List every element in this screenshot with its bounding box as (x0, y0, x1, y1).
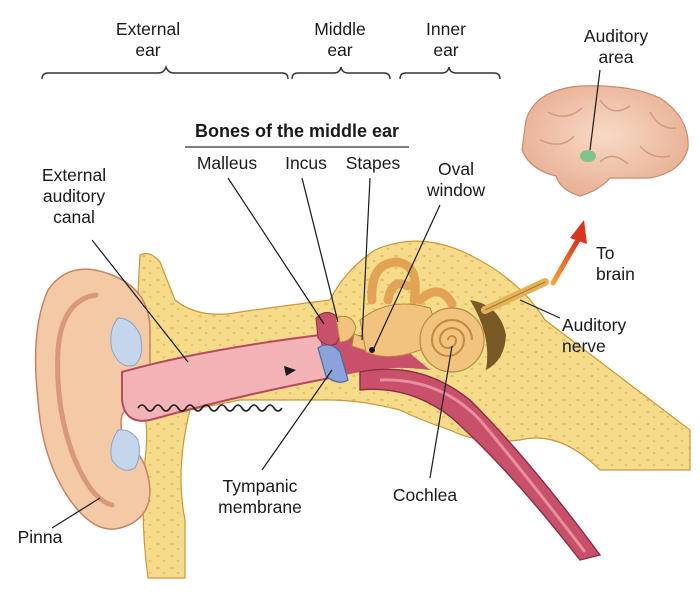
leader-oval-window (373, 204, 441, 349)
leader-auditory-nerve (519, 299, 561, 319)
auditory-nerve-line (484, 281, 546, 311)
auditory-area-spot (580, 150, 596, 162)
pinna-label: Pinna (17, 527, 63, 547)
incus-label: Incus (285, 153, 327, 173)
leader-cochlea (429, 345, 453, 479)
stapes-label: Stapes (345, 153, 401, 173)
brain (521, 85, 689, 197)
leader-external-canal (91, 239, 189, 363)
middle-ear-brace (291, 66, 391, 80)
cochlea-shadow (470, 300, 506, 370)
incus-bone (335, 315, 357, 343)
tympanic-membrane (317, 344, 349, 383)
to-brain-arrow (550, 237, 581, 286)
pinna-cartilage-lower (110, 429, 140, 471)
to-brain-arrowhead (570, 220, 587, 244)
leader-incus (301, 177, 339, 323)
canal-tissue (320, 333, 430, 378)
cochlea-label: Cochlea (392, 485, 458, 505)
pinna-fold (55, 292, 115, 508)
inner-ear-brace (399, 66, 501, 80)
brain-folds (539, 99, 677, 165)
cochlea-spiral (430, 319, 473, 357)
sound-wave-arrowhead (284, 366, 296, 376)
sound-wave (137, 404, 283, 412)
oval-window-dot (369, 347, 375, 353)
external-ear-brace (41, 64, 289, 80)
leader-auditory-area (589, 69, 601, 151)
malleus-label: Malleus (196, 153, 258, 173)
leader-tympanic (261, 369, 333, 471)
cochlea-shape (419, 307, 485, 373)
bones-header: Bones of the middle ear (194, 121, 400, 141)
leader-pinna (51, 497, 101, 529)
semicircular-canals (367, 257, 457, 309)
leader-malleus (227, 177, 325, 325)
external-auditory-canal (121, 333, 332, 422)
pinna-cartilage-upper (110, 317, 143, 367)
leader-stapes (361, 177, 371, 341)
eustachian-highlight (379, 378, 587, 553)
